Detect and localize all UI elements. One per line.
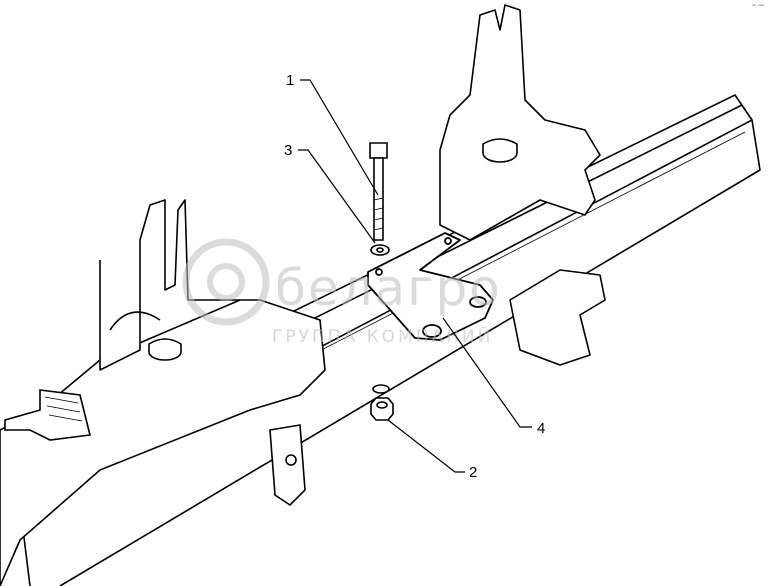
washer-part-3 bbox=[370, 244, 390, 256]
callout-1: 1 bbox=[286, 72, 294, 89]
nut-part-2 bbox=[370, 384, 394, 421]
bolt-part-1 bbox=[369, 142, 388, 241]
hitch-pin bbox=[269, 424, 306, 507]
corner-mark: ᵃᴾ ᵐᵃᵃ bbox=[752, 4, 765, 10]
plate-part-4 bbox=[367, 232, 494, 341]
callout-2: 2 bbox=[469, 464, 477, 481]
callout-4: 4 bbox=[537, 420, 545, 437]
watermark: белагро ГРУППА КОМПАНИЙ bbox=[182, 238, 502, 347]
right-bracket bbox=[439, 4, 601, 241]
left-bracket bbox=[0, 199, 326, 586]
callout-3: 3 bbox=[284, 142, 292, 159]
lower-mount bbox=[509, 269, 606, 366]
watermark-name: белагро bbox=[275, 259, 502, 317]
watermark-subtitle: ГРУППА КОМПАНИЙ bbox=[272, 325, 493, 347]
end-bracket bbox=[4, 389, 91, 441]
leader-lines bbox=[298, 79, 532, 473]
